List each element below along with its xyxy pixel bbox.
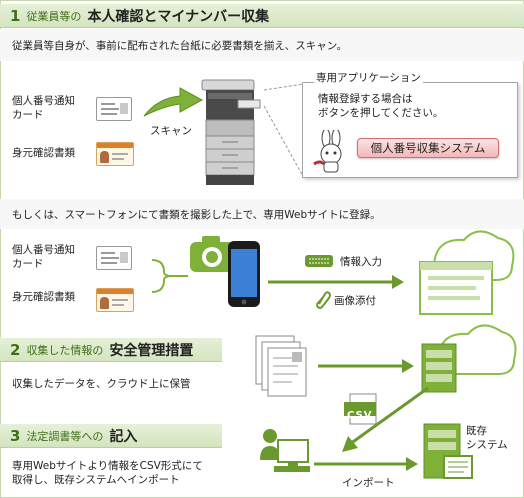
dedicated-app-title: 専用アプリケーション — [314, 70, 423, 85]
step1-title: 本人確認とマイナンバー収集 — [87, 8, 270, 25]
existing-system-server-icon — [423, 423, 473, 479]
my-number-card-label-2: 個人番号通知 カード — [12, 244, 75, 270]
step2-prefix: 収集した情報の — [26, 343, 104, 357]
step2-title: 安全管理措置 — [109, 342, 194, 359]
web-site-cloud-icon — [418, 230, 515, 315]
step3-title: 記入 — [109, 428, 138, 445]
alt-description: もしくは、スマートフォンにて書類を撮影した上で、専用Webサイトに登録。 — [12, 209, 381, 221]
callout-pointer-lines — [263, 83, 305, 179]
paperclip-icon — [316, 291, 331, 309]
user-pc-icon — [260, 429, 310, 472]
step1-description: 従業員等自身が、事前に配布された台紙に必要書類を揃え、スキャン。 — [12, 40, 348, 52]
brace-connector-left — [151, 259, 188, 293]
my-number-card-label: 個人番号通知 カード — [12, 95, 75, 121]
existing-system-label: 既存 システム — [466, 425, 508, 451]
my-number-collection-system-button[interactable]: 個人番号収集システム — [357, 138, 499, 158]
import-label: インポート — [342, 477, 395, 489]
info-input-arrow — [268, 275, 404, 289]
step2-description: 収集したデータを、クラウド上に保管 — [12, 378, 191, 390]
alt-description-panel — [0, 199, 524, 229]
scan-label: スキャン — [150, 125, 192, 137]
my-number-card-icon-2 — [96, 246, 132, 270]
camera-icon — [190, 236, 234, 272]
csv-file-icon — [344, 393, 377, 425]
store-to-cloud-arrow — [318, 359, 414, 373]
image-attach-label: 画像添付 — [334, 295, 376, 307]
step3-number: 3 — [10, 426, 21, 445]
import-arrow — [314, 457, 418, 471]
step1-number: 1 — [10, 6, 21, 25]
scan-arrow-icon — [143, 87, 204, 117]
smartphone-icon — [228, 241, 260, 307]
my-number-card-icon — [96, 97, 132, 121]
cloud-server-icon — [421, 324, 517, 393]
csv-download-arrow — [342, 386, 429, 452]
info-input-label: 情報入力 — [340, 256, 382, 268]
id-document-icon-2 — [96, 288, 134, 312]
multifunction-printer-icon — [201, 79, 261, 185]
step3-prefix: 法定調書等への — [26, 429, 104, 443]
rabbit-mascot-icon — [313, 130, 342, 173]
step2-banner: 2 収集した情報の 安全管理措置 — [0, 338, 222, 362]
id-document-label-2: 身元確認書類 — [12, 291, 75, 303]
step1-description-panel — [0, 29, 524, 61]
step3-description: 専用Webサイトより情報をCSV形式にて 取得し、既存システムへインポート — [12, 460, 203, 486]
step2-number: 2 — [10, 340, 21, 359]
documents-stack-icon — [255, 335, 307, 397]
id-document-label: 身元確認書類 — [12, 147, 75, 159]
step1-prefix: 従業員等の — [26, 9, 82, 23]
id-document-icon — [96, 142, 134, 166]
step1-banner: 1 従業員等の 本人確認とマイナンバー収集 — [0, 4, 524, 28]
dedicated-app-instruction: 情報登録する場合は ボタンを押してください。 — [318, 93, 444, 119]
csv-label: CSV — [347, 410, 373, 421]
keyboard-icon — [305, 255, 333, 267]
step3-banner: 3 法定調書等への 記入 — [0, 424, 222, 448]
